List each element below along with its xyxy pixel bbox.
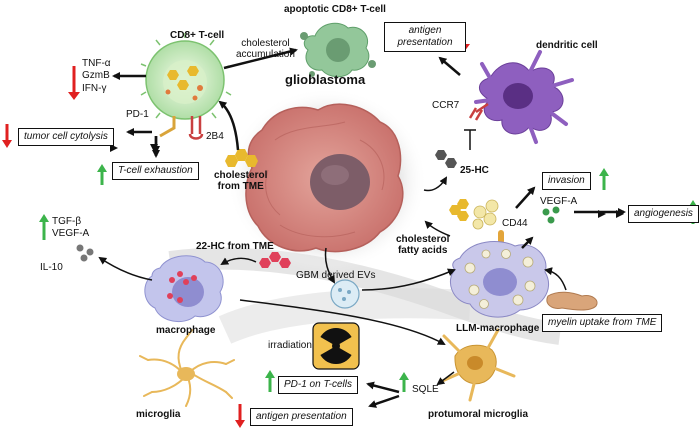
box-invasion: invasion (542, 172, 591, 190)
label-cholesterol-tme-2: from TME (217, 181, 264, 192)
radiation-icon (312, 322, 360, 370)
arrows (98, 47, 624, 408)
label-glioblastoma: glioblastoma (285, 72, 366, 87)
label-ifn-g: IFN-γ (82, 83, 107, 94)
label-pd1: PD-1 (126, 109, 149, 120)
cholesterol-llm-molecule (449, 199, 469, 221)
cholesterol-tme-molecule (225, 149, 258, 167)
label-tnf-a: TNF-α (82, 58, 111, 69)
label-irradiation: irradiation (268, 340, 312, 351)
gbm-ev (330, 279, 360, 309)
box-tcell-exhaustion: T-cell exhaustion (112, 162, 199, 180)
llm-macrophage-nucleus (483, 268, 517, 296)
tumor-core-highlight (321, 165, 349, 185)
apoptotic-nucleus (326, 38, 350, 62)
hc25-molecule (435, 150, 457, 168)
label-cholesterol-fatty-1: cholesterol (396, 234, 450, 245)
label-tgfb: TGF-β (52, 216, 82, 227)
label-apoptotic-cd8: apoptotic CD8+ T-cell (284, 4, 386, 15)
label-22hc-tme: 22-HC from TME (196, 241, 274, 252)
label-microglia: microglia (136, 409, 181, 420)
tumor-texture (265, 121, 385, 238)
label-cholesterol-word: cholesterol (241, 38, 290, 49)
ccr7-receptor (468, 102, 489, 121)
label-cholesterol-fatty: cholesterol fatty acids (396, 234, 449, 256)
box-myelin-uptake: myelin uptake from TME (542, 314, 663, 332)
protumoral-microglia-cell (438, 328, 516, 402)
b4-receptor (190, 116, 202, 134)
label-sqle: SQLE (412, 384, 439, 395)
llm-to-vegf-arrow (521, 236, 534, 249)
box-antigen-presentation-top: antigen presentation (384, 22, 466, 52)
dendritic-cell-dendrites (474, 50, 574, 144)
cd44-receptor (498, 230, 504, 244)
box-pd1-on-tcells: PD-1 on T-cells (278, 376, 358, 394)
label-vegfa-right: VEGF-A (540, 196, 578, 207)
label-cholesterol-accumulation: cholesterol accumulation (236, 38, 295, 60)
box-tumor-cell-cytolysis: tumor cell cytolysis (18, 128, 114, 146)
label-dendritic-cell: dendritic cell (536, 40, 598, 51)
macrophage-hc22 (167, 271, 197, 303)
label-protumoral-microglia: protumoral microglia (428, 409, 529, 420)
gbm-ev-cargo (338, 288, 351, 301)
label-cd44: CD44 (502, 218, 528, 229)
pd1-receptor (159, 116, 176, 138)
cd8-tcell-cholesterol (167, 66, 199, 90)
label-accumulation-word: accumulation (236, 49, 295, 60)
label-cd8-tcell: CD8+ T-cell (170, 30, 225, 41)
b4-receptor-tip (188, 133, 204, 140)
label-cholesterol-fatty-2: fatty acids (397, 245, 448, 256)
lipid-droplets (472, 199, 499, 230)
label-il10: IL-10 (40, 262, 63, 273)
label-2b4: 2B4 (206, 131, 224, 142)
background-sweep-band (218, 288, 471, 344)
vegfa-right-dots (542, 206, 560, 224)
box-angiogenesis: angiogenesis (628, 205, 699, 223)
myelin-fragment (546, 291, 598, 311)
dendritic-nucleus (503, 83, 533, 109)
label-llm-macrophage: LLM-macrophage (456, 323, 540, 334)
label-macrophage: macrophage (156, 325, 216, 336)
label-cholesterol-tme: cholesterol from TME (214, 170, 267, 192)
il10-dots (76, 244, 94, 262)
label-ccr7: CCR7 (432, 100, 460, 111)
llm-lipid-vacuoles (464, 249, 536, 309)
cd8-tcell-granules (165, 85, 203, 101)
label-gbm-evs: GBM derived EVs (296, 270, 376, 281)
label-gzmb: GzmB (82, 70, 110, 81)
box-antigen-presentation-bottom: antigen presentation (250, 408, 353, 426)
label-25hc: 25-HC (460, 165, 489, 176)
apoptotic-blebs (300, 32, 376, 77)
hc22-molecule (259, 252, 291, 268)
label-cholesterol-tme-1: cholesterol (214, 170, 268, 181)
label-vegfa-left: VEGF-A (52, 228, 90, 239)
microglia-cell (139, 329, 235, 407)
